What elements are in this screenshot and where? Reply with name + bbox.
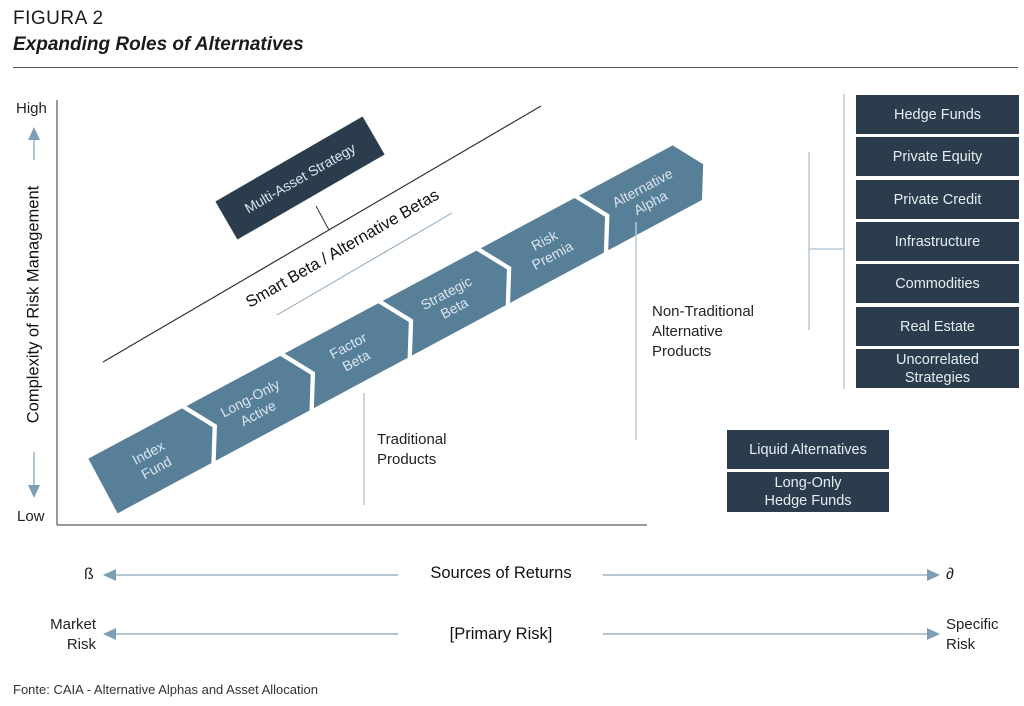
figure-label: FIGURA 2 bbox=[13, 8, 104, 29]
chevron-segment bbox=[284, 303, 409, 409]
alt-box-private-credit: Private Credit bbox=[856, 180, 1019, 219]
non-traditional-line-3: Products bbox=[652, 343, 712, 360]
specific-risk-line-1: Specific bbox=[946, 616, 999, 633]
non-traditional-line-1: Non-Traditional bbox=[652, 303, 754, 320]
y-axis-high-label: High bbox=[16, 100, 47, 117]
traditional-line-1: Traditional bbox=[377, 431, 447, 448]
traditional-line-2: Products bbox=[377, 451, 437, 468]
chevron-segment bbox=[480, 197, 606, 303]
arrow-down-icon bbox=[28, 485, 40, 498]
alpha-symbol: ∂ bbox=[946, 566, 954, 583]
market-risk-line-1: Market bbox=[50, 616, 96, 633]
alt-box-real-estate: Real Estate bbox=[856, 307, 1019, 346]
alt-box-private-equity: Private Equity bbox=[856, 137, 1019, 176]
arrow-up-icon bbox=[28, 127, 40, 140]
figure-title: Expanding Roles of Alternatives bbox=[13, 34, 304, 55]
primary-risk-label: [Primary Risk] bbox=[449, 625, 553, 643]
smart-beta-underline bbox=[276, 212, 453, 316]
non-traditional-line-2: Alternative bbox=[652, 323, 723, 340]
arrow-right-icon bbox=[927, 569, 940, 581]
alt-box-hedge-funds: Hedge Funds bbox=[856, 95, 1019, 134]
non-traditional-products-label: Non-Traditional Alternative Products bbox=[652, 302, 754, 362]
multi-asset-strategy-box: Multi-Asset Strategy bbox=[215, 116, 385, 240]
chevron-segment bbox=[578, 145, 704, 251]
liquid-box-liquid-alternatives: Liquid Alternatives bbox=[727, 430, 889, 469]
figure-source: Fonte: CAIA - Alternative Alphas and Ass… bbox=[13, 682, 318, 697]
title-divider bbox=[13, 67, 1018, 68]
beta-symbol: ß bbox=[84, 566, 94, 583]
arrow-left-icon bbox=[103, 569, 116, 581]
y-axis-low-label: Low bbox=[17, 508, 45, 525]
alt-box-uncorrelated-strategies: Uncorrelated Strategies bbox=[856, 349, 1019, 388]
arrow-right-icon bbox=[927, 628, 940, 640]
chevron-band: IndexFundLong-OnlyActiveFactorBetaStrate… bbox=[88, 145, 704, 514]
arrow-left-icon bbox=[103, 628, 116, 640]
specific-risk-line-2: Risk bbox=[946, 636, 976, 653]
chevron-segment bbox=[88, 408, 213, 514]
chevron-segment bbox=[382, 250, 507, 356]
market-risk-line-2: Risk bbox=[66, 636, 96, 653]
sources-of-returns-label: Sources of Returns bbox=[430, 564, 572, 582]
traditional-products-label: Traditional Products bbox=[377, 430, 446, 470]
smart-beta-boundary-line bbox=[102, 105, 542, 363]
alt-box-commodities: Commodities bbox=[856, 264, 1019, 303]
liquid-box-long-only-hedge-funds: Long-Only Hedge Funds bbox=[727, 472, 889, 512]
multi-asset-connector bbox=[315, 205, 330, 231]
alt-box-infrastructure: Infrastructure bbox=[856, 222, 1019, 261]
specific-risk-label: Specific Risk bbox=[946, 615, 999, 655]
market-risk-label: Market Risk bbox=[30, 615, 96, 655]
chevron-segment bbox=[186, 355, 311, 461]
y-axis-title: Complexity of Risk Management bbox=[24, 185, 43, 424]
